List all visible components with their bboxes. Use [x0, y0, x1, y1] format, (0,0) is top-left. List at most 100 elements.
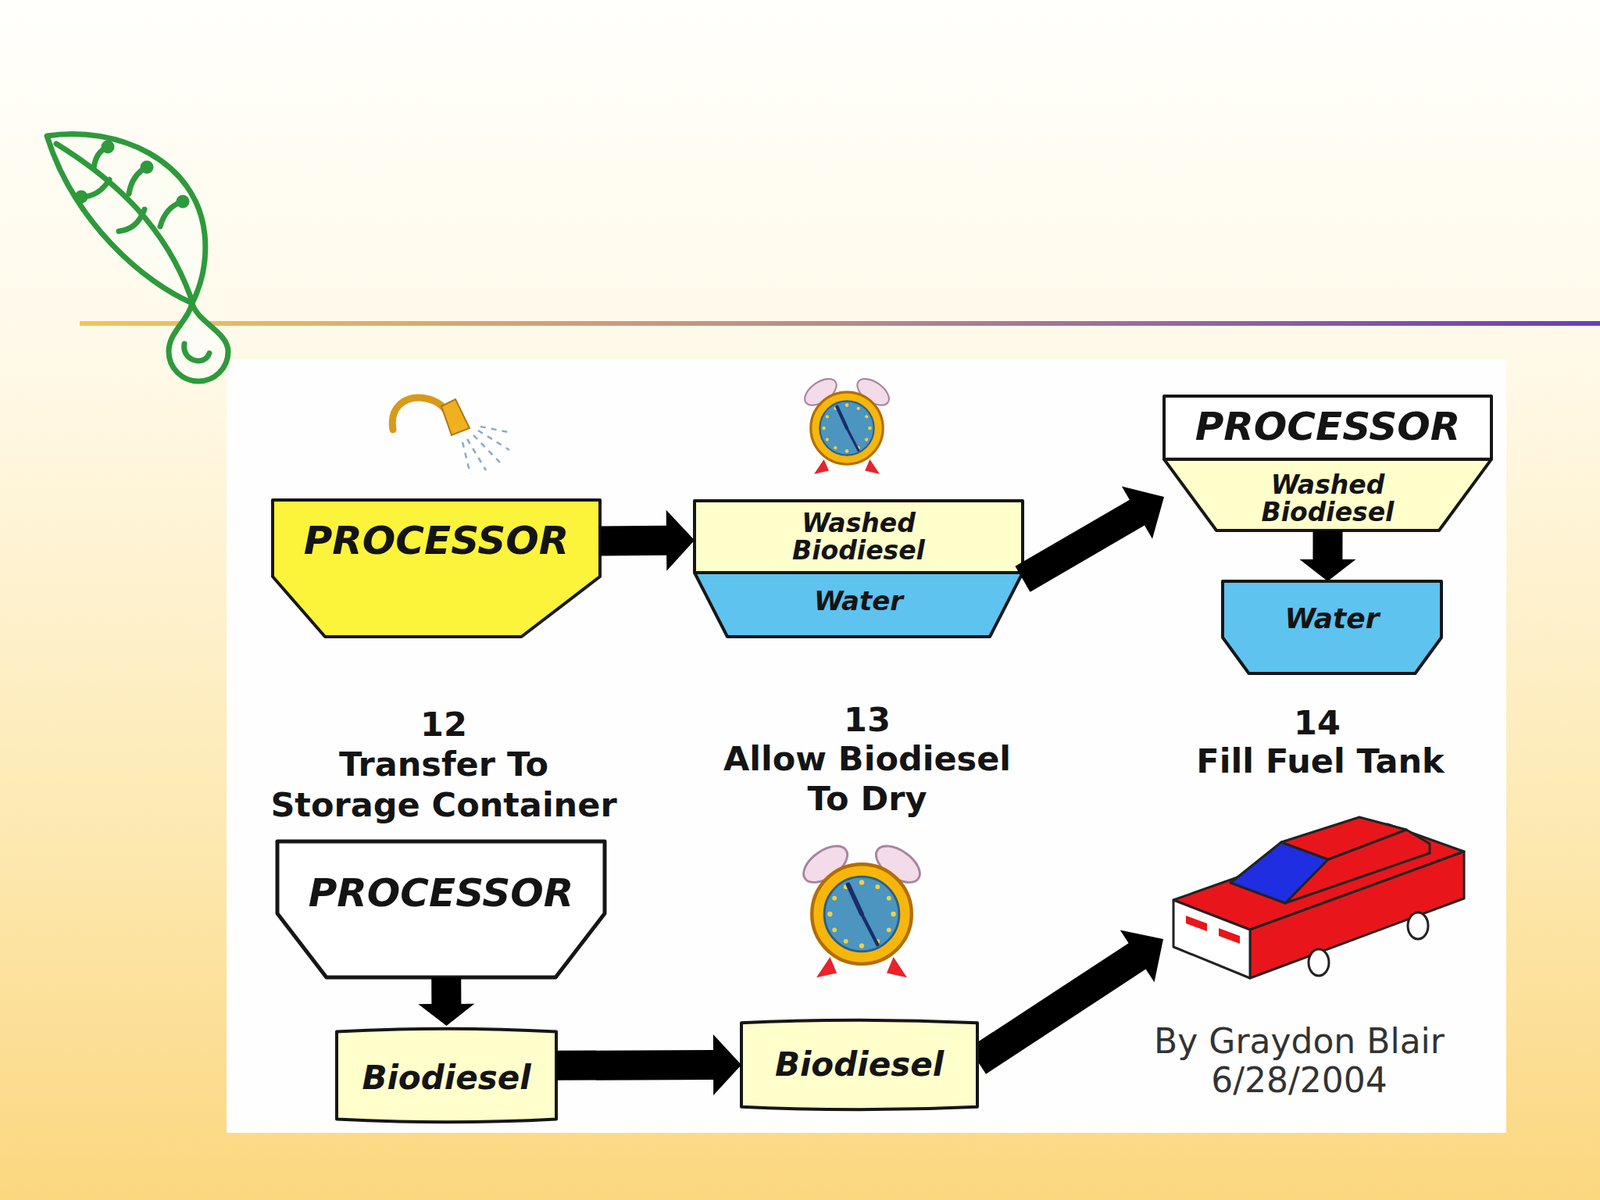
step-caption: Allow Biodiesel To Dry — [707, 739, 1028, 819]
leaf-logo — [103, 142, 112, 151]
layer-label: Washed Biodiesel — [1238, 471, 1418, 526]
alarm-clock — [886, 957, 908, 978]
leaf-logo — [184, 343, 210, 361]
flow-arrow — [600, 510, 695, 572]
flow-arrow — [1014, 485, 1165, 592]
leaf-logo — [56, 143, 191, 297]
alarm-clock — [846, 428, 859, 450]
biodiesel-container: Biodiesel — [336, 1025, 557, 1125]
alarm-clock — [867, 426, 872, 431]
alarm-clock — [861, 914, 878, 945]
node-outline — [1222, 581, 1442, 674]
container-label: Biodiesel — [361, 1059, 531, 1097]
alarm-clock — [832, 896, 837, 901]
alarm-clock — [811, 864, 912, 965]
flow-arrow — [556, 1034, 742, 1096]
alarm-clock — [824, 876, 900, 952]
car-illustration — [1173, 900, 1250, 979]
shower-icon — [478, 430, 510, 450]
alarm-clock — [864, 438, 868, 442]
step-caption: Transfer To Storage Container — [260, 743, 628, 825]
alarm-clock — [857, 407, 861, 411]
node-outline — [694, 572, 1023, 637]
layer-label: Water — [814, 585, 904, 617]
alarm-clock — [864, 414, 868, 418]
car-illustration — [1281, 817, 1407, 860]
alarm-clock — [821, 403, 872, 453]
node-outline — [1164, 396, 1492, 460]
leaf-logo — [118, 209, 145, 232]
alarm-clock — [800, 373, 893, 475]
alarm-clock — [796, 839, 926, 979]
shower-icon — [441, 399, 470, 436]
step-number: 12 — [420, 703, 468, 745]
alarm-clock — [832, 927, 837, 933]
shower-icon — [480, 426, 512, 433]
car-illustration — [1308, 949, 1329, 976]
title-rule — [79, 321, 1600, 326]
shower-icon — [392, 397, 512, 475]
node-outline — [336, 1028, 557, 1122]
alarm-clock — [810, 392, 883, 465]
shower-icon — [473, 435, 500, 463]
alarm-clock — [890, 911, 896, 917]
biodiesel-container: Biodiesel — [741, 1017, 978, 1113]
alarm-clock — [827, 911, 833, 917]
alarm-clock — [825, 438, 829, 442]
tank-label: Water — [1285, 602, 1380, 635]
processor-label: PROCESSOR — [1195, 404, 1461, 450]
node-outline — [272, 500, 600, 637]
alarm-clock — [836, 407, 847, 429]
shower-icon — [462, 442, 471, 475]
water-layer: Water — [694, 572, 1023, 637]
processor-label: PROCESSOR — [308, 871, 575, 916]
alarm-clock — [848, 884, 862, 915]
alarm-clock — [827, 879, 897, 949]
leaf-logo — [142, 163, 151, 172]
leaf-logo — [77, 192, 86, 201]
shower-icon — [392, 397, 447, 430]
processor-label: PROCESSOR — [303, 518, 570, 564]
alarm-clock — [875, 884, 880, 890]
alarm-clock — [825, 414, 829, 418]
author-credit: By Graydon Blair — [1153, 1020, 1445, 1062]
flow-arrow — [417, 977, 475, 1026]
leaf-logo — [178, 197, 187, 206]
car-illustration — [1218, 928, 1240, 944]
date-label: 6/28/2004 — [1210, 1059, 1388, 1101]
step-number: 13 — [843, 699, 891, 740]
alarm-clock — [859, 942, 865, 948]
alarm-clock — [864, 459, 880, 475]
alarm-clock — [816, 957, 837, 978]
node-outline — [694, 500, 1023, 573]
node-outline — [277, 841, 605, 978]
flow-arrow — [968, 930, 1164, 1075]
car-illustration — [1185, 915, 1208, 932]
alarm-clock — [886, 896, 892, 901]
layer-label: Washed Biodiesel — [768, 509, 949, 565]
node-outline — [741, 1020, 978, 1111]
node-outline — [1164, 459, 1492, 531]
biodiesel-layer: Washed Biodiesel — [694, 500, 1023, 573]
alarm-clock — [845, 449, 850, 454]
processor-tank: PROCESSOR Washed Biodiesel — [1164, 396, 1492, 531]
flow-arrow — [1299, 530, 1356, 582]
water-tank: Water — [1222, 581, 1442, 674]
alarm-clock — [814, 459, 829, 475]
processor-tank: PROCESSOR — [272, 500, 600, 637]
alarm-clock — [821, 426, 826, 431]
processor-tank: PROCESSOR — [277, 841, 605, 978]
step-number: 14 — [1293, 702, 1341, 743]
shower-icon — [462, 426, 512, 475]
alarm-clock — [819, 400, 874, 455]
leaf-logo — [168, 303, 229, 382]
car-illustration — [1407, 912, 1429, 940]
alarm-clock — [886, 927, 892, 933]
alarm-clock — [845, 403, 850, 408]
step-caption: Fill Fuel Tank — [1132, 740, 1508, 782]
container-label: Biodiesel — [775, 1046, 944, 1084]
alarm-clock — [843, 939, 849, 944]
leaf-logo — [46, 133, 206, 304]
